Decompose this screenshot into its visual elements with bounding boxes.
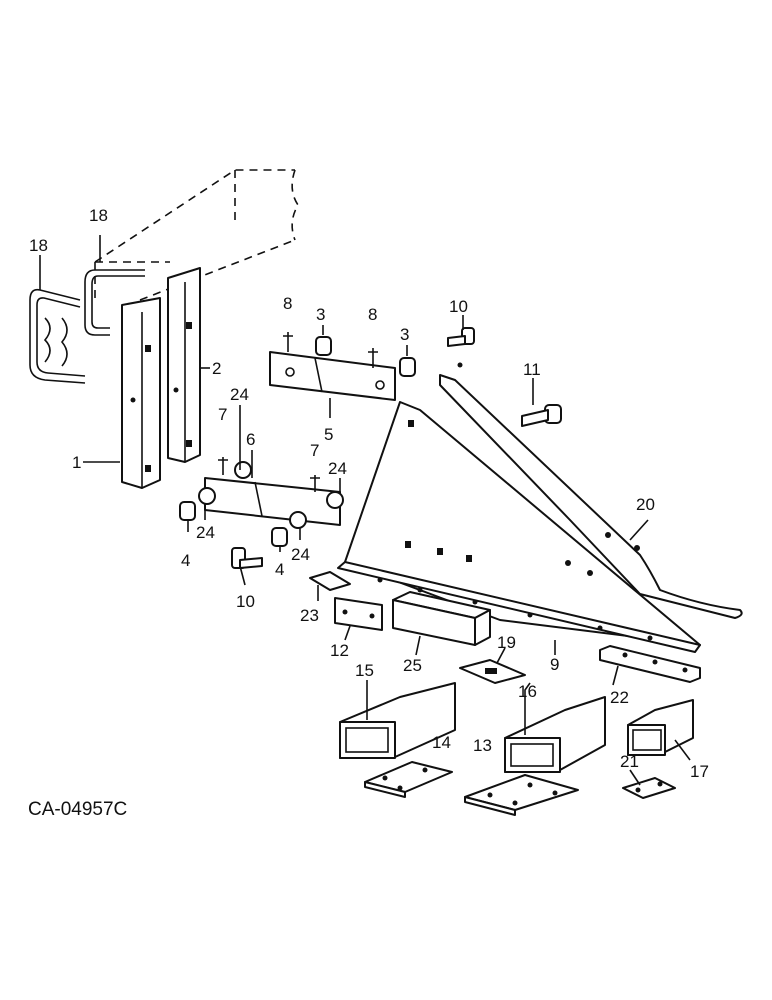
callout-10a: 10: [449, 297, 468, 316]
callout-15: 15: [355, 661, 374, 680]
plate-19: [459, 659, 526, 684]
callout-8b: 8: [368, 305, 377, 324]
callout-18b: 18: [29, 236, 48, 255]
u-bolt-18-rear: [84, 269, 145, 336]
bar-6: [204, 461, 344, 526]
plate-21: [622, 777, 676, 799]
gusset-plate-20: [439, 374, 743, 619]
tube-16: [504, 696, 606, 773]
plate-12: [334, 597, 383, 631]
plate-13: [464, 774, 579, 816]
callout-12: 12: [330, 641, 349, 660]
callout-7a: 7: [218, 405, 227, 424]
callout-24b: 24: [328, 459, 347, 478]
callout-18a: 18: [89, 206, 108, 225]
callout-20: 20: [636, 495, 655, 514]
callout-1: 1: [72, 453, 81, 472]
callout-24a: 24: [230, 385, 249, 404]
bolt-10-lower: [231, 547, 263, 569]
plate-23: [309, 571, 351, 591]
callout-24c: 24: [196, 523, 215, 542]
callout-10b: 10: [236, 592, 255, 611]
callout-22: 22: [610, 688, 629, 707]
callout-25: 25: [403, 656, 422, 675]
plate-14: [364, 761, 453, 798]
callout-3a: 3: [316, 305, 325, 324]
callout-13: 13: [473, 736, 492, 755]
callout-14: 14: [432, 733, 451, 752]
drawing-code: CA-04957C: [28, 799, 127, 820]
callout-24d: 24: [291, 545, 310, 564]
callout-23: 23: [300, 606, 319, 625]
angle-bracket-2: [167, 267, 201, 463]
u-bolt-18-front: [29, 288, 86, 384]
callout-21: 21: [620, 752, 639, 771]
callout-19: 19: [497, 633, 516, 652]
tube-17: [627, 699, 694, 756]
callout-8a: 8: [283, 294, 292, 313]
angle-bracket-1: [121, 297, 161, 489]
tube-15: [339, 682, 456, 759]
callout-5: 5: [324, 425, 333, 444]
screws-7: [218, 457, 320, 492]
callout-4a: 4: [181, 551, 190, 570]
callout-labels: 1 2 3 3 4 4 5 6 7 7 8 8 9 10 10 11 12 13…: [29, 206, 709, 781]
spacer-4-left: [179, 487, 216, 521]
channel-25: [392, 591, 491, 646]
leader-lines: [39, 235, 691, 786]
angle-base-9: [337, 561, 701, 653]
toolbar-frame-outline: [94, 169, 299, 301]
callout-3b: 3: [400, 325, 409, 344]
screws-8: [283, 332, 378, 368]
callout-9: 9: [550, 655, 559, 674]
callout-2: 2: [212, 359, 221, 378]
callout-11: 11: [523, 360, 541, 379]
callout-7b: 7: [310, 441, 319, 460]
callout-16: 16: [518, 682, 537, 701]
spacers-3: [315, 336, 416, 377]
bolt-10-upper: [447, 327, 475, 347]
spacer-4-right: [271, 511, 307, 547]
plate-22: [599, 645, 701, 683]
callout-4b: 4: [275, 560, 284, 579]
bar-5: [269, 351, 396, 401]
bolt-11: [521, 404, 562, 427]
callout-17: 17: [690, 762, 709, 781]
callout-6: 6: [246, 430, 255, 449]
